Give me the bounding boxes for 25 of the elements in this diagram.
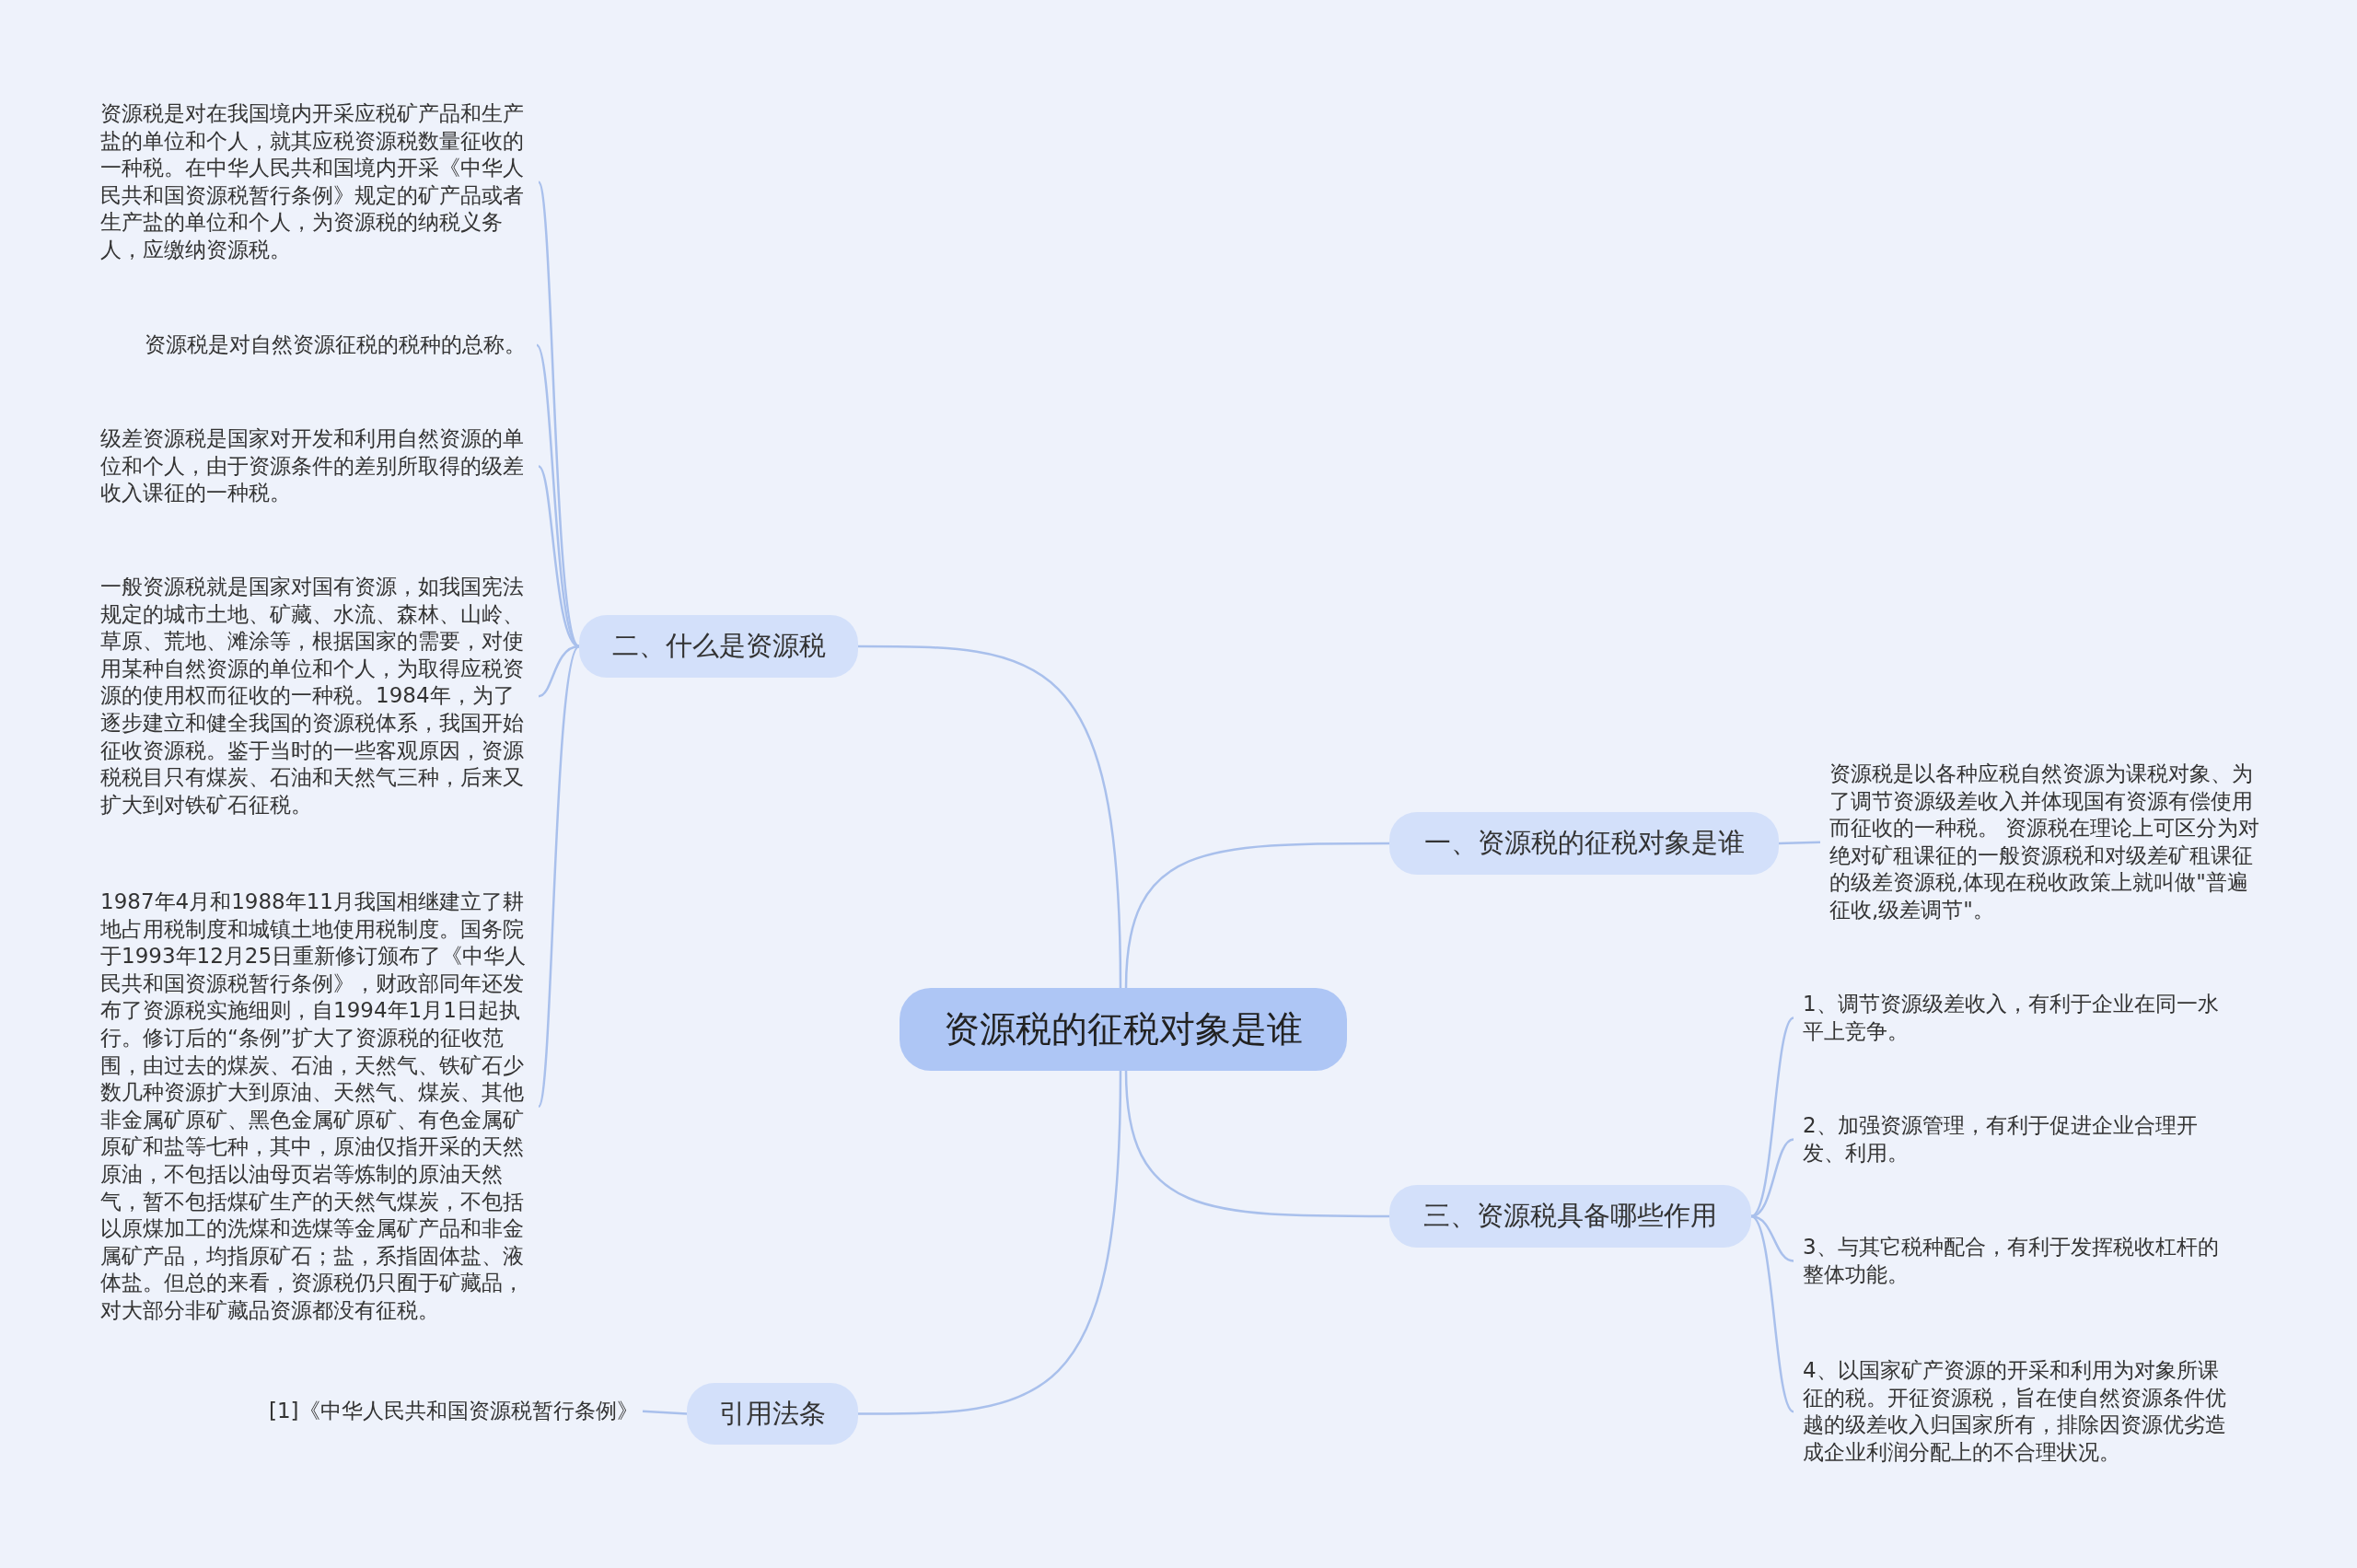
topic-pill: 二、什么是资源税: [579, 615, 858, 678]
connector-line: [858, 1070, 1122, 1415]
connector-line: [642, 1410, 688, 1415]
note-text: 3、与其它税种配合，有利于发挥税收杠杆的整体功能。: [1803, 1234, 2232, 1289]
note-text: 一般资源税就是国家对国有资源，如我国宪法规定的城市土地、矿藏、水流、森林、山岭、草原、荒地、滩涂等，根据国家的需要，对使用某种自然资源的单位和个人，为取得应税资源的使用权而征收的一种税。1984年，为了逐步建立和健全我国的资源税体系，我国开始征收资源税。鉴于当时的一些客观原因，资源税税目只有煤炭、石油和天然气三种，后来又扩大到对铁矿石征税。: [100, 574, 533, 819]
connector-line: [1124, 842, 1389, 989]
note-text: 1987年4月和1988年11月我国相继建立了耕地占用税制度和城镇土地使用税制度。国务院于1993年12月25日重新修订颁布了《中华人民共和国资源税暂行条例》，财政部同年还发布了资源税实施细则，自1994年1月1日起执行。修订后的“条例”扩大了资源税的征收范围，由过去的煤炭、石油，天然气、铁矿石少数几种资源扩大到原油、天然气、煤炭、其他非金属矿原矿、黑色金属矿原矿、有色金属矿原矿和盐等七种，其中，原油仅指开采的天然原油，不包括以油母页岩等炼制的原油天然气，暂不包括煤矿生产的天然气煤炭，不包括以原煤加工的洗煤和选煤等金属矿产品和非金属矿产品，均指原矿石；盐，系指固体盐、液体盐。但总的来看，资源税仍只囿于矿藏品，对大部分非矿藏品资源都没有征税。: [100, 889, 533, 1325]
connector-line: [1750, 1138, 1794, 1218]
note-text: 级差资源税是国家对开发和利用自然资源的单位和个人，由于资源条件的差别所取得的级差收入课征的一种税。: [100, 425, 533, 507]
central-topic: 资源税的征税对象是谁: [900, 988, 1347, 1071]
note-text: 资源税是对自然资源征税的税种的总称。: [145, 331, 531, 359]
topic-pill: 三、资源税具备哪些作用: [1389, 1185, 1751, 1248]
note-text: [1]《中华人民共和国资源税暂行条例》: [269, 1398, 637, 1425]
connector-line: [537, 645, 581, 1108]
connector-line: [1124, 1070, 1389, 1218]
connector-line: [1750, 1215, 1794, 1413]
connector-line: [1778, 841, 1821, 845]
note-text: 4、以国家矿产资源的开采和利用为对象所课征的税。开征资源税，旨在使自然资源条件优越的级差收入归国家所有，排除因资源优劣造成企业利润分配上的不合理状况。: [1803, 1357, 2232, 1467]
connector-line: [858, 645, 1122, 989]
note-text: 1、调节资源级差收入，有利于企业在同一水平上竞争。: [1803, 991, 2232, 1046]
note-text: 2、加强资源管理，有利于促进企业合理开发、利用。: [1803, 1112, 2232, 1167]
topic-pill: 引用法条: [687, 1383, 858, 1445]
topic-pill: 一、资源税的征税对象是谁: [1389, 812, 1779, 875]
note-text: 资源税是对在我国境内开采应税矿产品和生产盐的单位和个人，就其应税资源税数量征收的一种税。在中华人民共和国境内开采《中华人民共和国资源税暂行条例》规定的矿产品或者生产盐的单位和个人，为资源税的纳税义务人，应缴纳资源税。: [100, 100, 533, 264]
note-text: 资源税是以各种应税自然资源为课税对象、为了调节资源级差收入并体现国有资源有偿使用而征收的一种税。 资源税在理论上可区分为对绝对矿租课征的一般资源税和对级差矿租课征的级差资源税,体现在税收政策上就叫做"普遍征收,级差调节"。: [1829, 761, 2267, 924]
